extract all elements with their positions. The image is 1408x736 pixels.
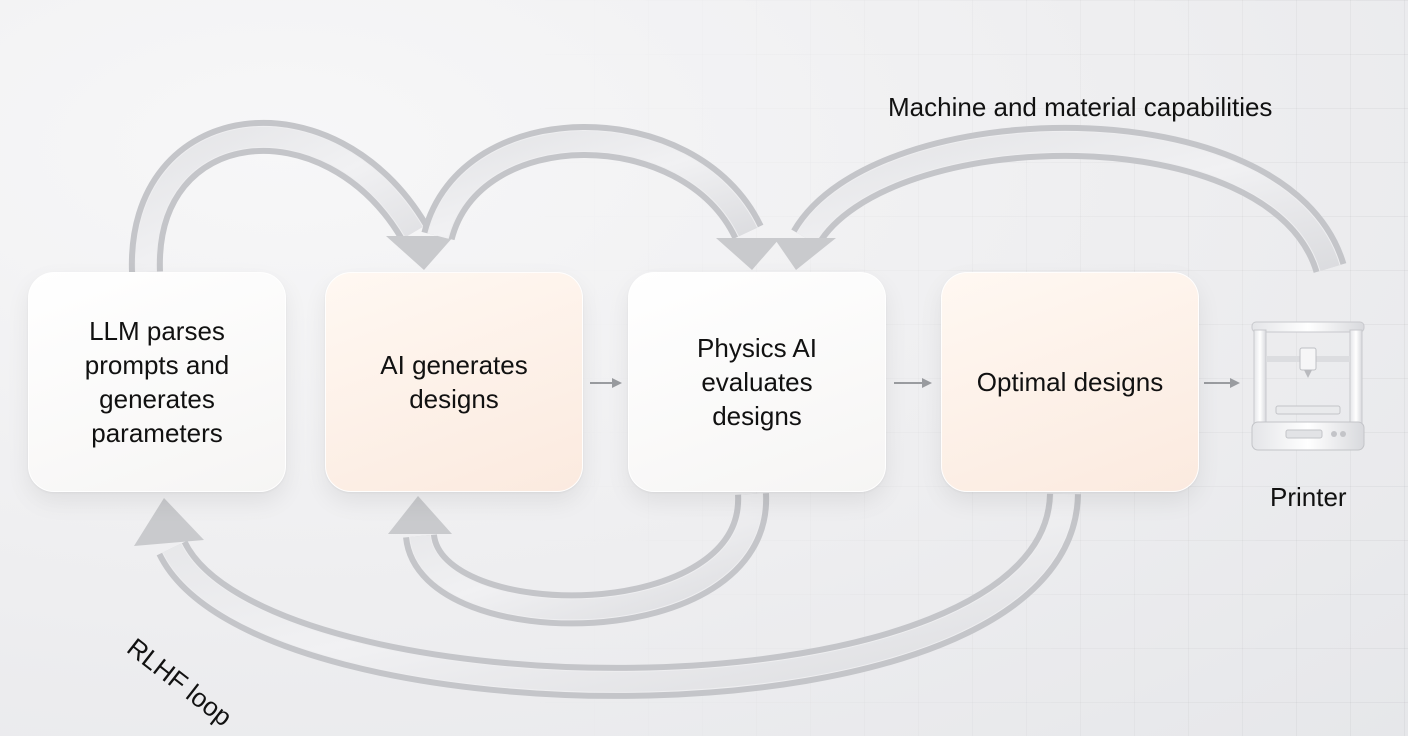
arc-parameters-to-generator: [128, 120, 454, 273]
arrowhead-back-to-generator: [388, 496, 452, 534]
llm-parses-label: LLM parses prompts and generates paramet…: [84, 316, 230, 448]
arc-generator-to-evaluator: [421, 124, 780, 270]
physics-ai-label: Physics AI evaluates designs: [697, 333, 817, 431]
printer-label: Printer: [1270, 482, 1347, 512]
arrowhead-capabilities: [774, 238, 836, 270]
arrowhead-back-to-llm: [134, 498, 204, 546]
physics-ai-node: Physics AI evaluates designs: [628, 272, 886, 492]
arc-capabilities-to-evaluator: [774, 124, 1347, 274]
loop-evaluator-to-generator: [388, 493, 770, 627]
ai-generates-label: AI generates designs: [380, 350, 528, 414]
optimal-designs-node: Optimal designs: [941, 272, 1199, 492]
3d-printer-icon: [1251, 321, 1365, 451]
llm-parses-node: LLM parses prompts and generates paramet…: [28, 272, 286, 492]
ai-generates-node: AI generates designs: [325, 272, 583, 492]
capabilities-annotation: Machine and material capabilities: [888, 92, 1273, 122]
arrowhead-into-evaluator: [716, 238, 780, 270]
optimal-designs-label: Optimal designs: [976, 367, 1164, 397]
rlhf-loop-arrow: [134, 492, 1081, 699]
arrowhead-into-generator: [386, 236, 454, 270]
